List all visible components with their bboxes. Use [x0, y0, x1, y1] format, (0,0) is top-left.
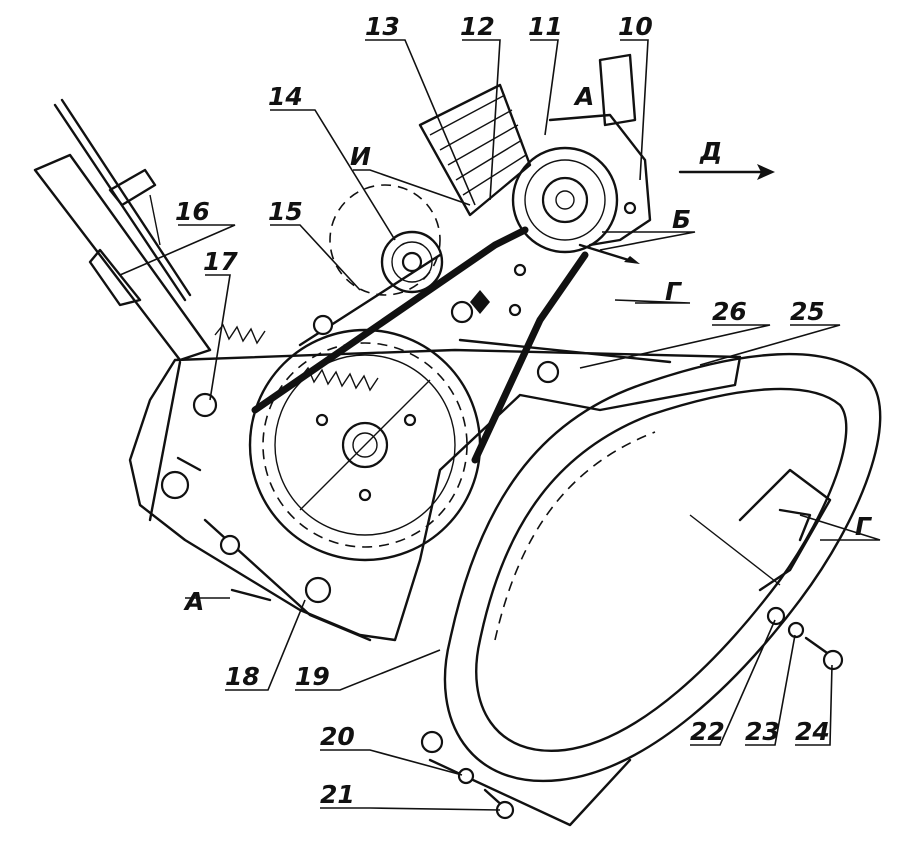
callout-19: 19	[295, 662, 330, 691]
callout-i: И	[350, 142, 371, 171]
callout-21: 21	[320, 780, 355, 809]
motor-bracket	[548, 53, 652, 247]
drive-pulley	[508, 146, 637, 317]
spring-15	[299, 366, 379, 392]
callout-15: 15	[268, 197, 303, 226]
tensioner-bar	[450, 290, 672, 384]
large-pulley	[248, 328, 482, 562]
callout-12: 12	[460, 12, 495, 41]
callout-13: 13	[365, 12, 400, 41]
callout-24: 24	[795, 717, 830, 746]
callout-g-right: Г	[855, 512, 873, 541]
callout-a-top: А	[573, 82, 594, 111]
callout-b: Б	[672, 205, 691, 234]
arrow-a-bottom	[230, 588, 272, 602]
left-arm	[33, 98, 212, 362]
housing-plate	[128, 348, 742, 642]
tension-pulley	[329, 184, 444, 296]
callout-a-bottom: А	[183, 587, 204, 616]
spring-17	[214, 323, 266, 345]
callout-10: 10	[618, 12, 653, 41]
callout-11: 11	[528, 12, 563, 41]
leader-lines	[119, 39, 881, 811]
oval-guard	[428, 352, 882, 827]
callout-23: 23	[745, 717, 780, 746]
callout-20: 20	[320, 722, 355, 751]
callout-labels: 13 12 11 10 14 И А Д 16 15 Б 17 Г 26 25 …	[175, 12, 873, 809]
callout-25: 25	[790, 297, 825, 326]
arrow-b	[578, 243, 640, 264]
callout-17: 17	[203, 247, 238, 276]
callout-26: 26	[712, 297, 747, 326]
callout-g-top: Г	[665, 277, 683, 306]
callout-d: Д	[699, 137, 722, 166]
finned-cylinder	[418, 83, 532, 217]
callout-14: 14	[268, 82, 303, 111]
callout-22: 22	[690, 717, 725, 746]
fasteners	[420, 514, 844, 820]
callout-16: 16	[175, 197, 210, 226]
direction-arrow-d	[678, 164, 775, 180]
right-bracket	[738, 468, 832, 592]
callout-18: 18	[225, 662, 260, 691]
